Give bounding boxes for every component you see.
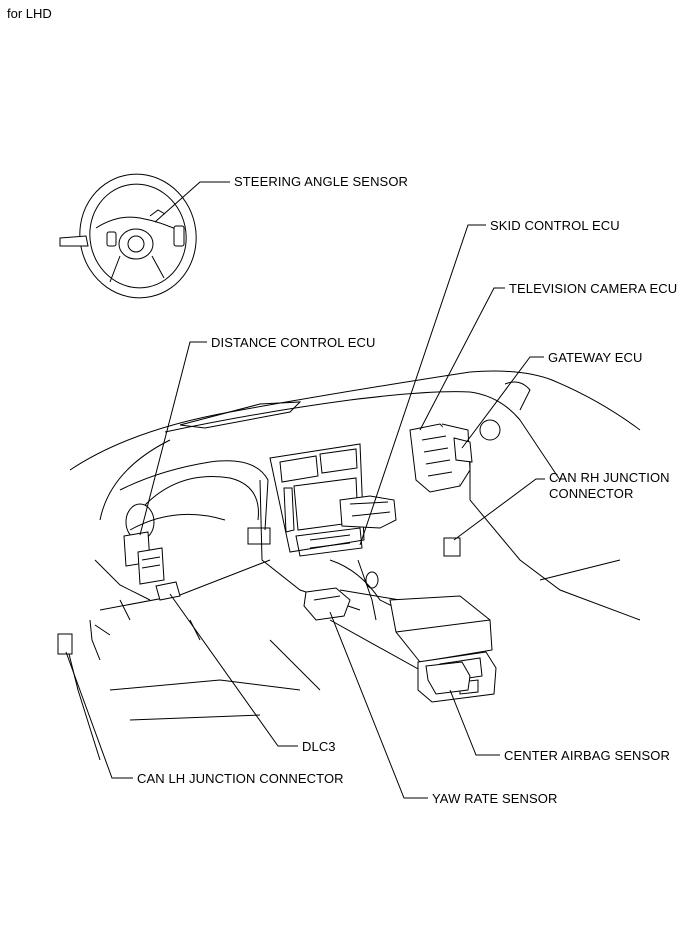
label-gateway-ecu: GATEWAY ECU — [548, 350, 643, 365]
center-airbag-sensor-part — [425, 661, 471, 695]
leader-center-airbag-sensor — [449, 689, 500, 756]
leader-can-lh-junction-connector — [65, 651, 133, 779]
leader-can-rh-junction-connector — [453, 478, 545, 541]
label-dlc3: DLC3 — [302, 739, 336, 754]
steering-wheel-illustration — [59, 173, 197, 299]
label-yaw-rate-sensor: YAW RATE SENSOR — [432, 791, 558, 806]
steering-column-ecu-part — [339, 495, 397, 529]
yaw-rate-sensor-part — [303, 587, 351, 621]
can-lh-junction-connector-part — [57, 633, 73, 655]
distance-control-ecu-part — [123, 531, 165, 585]
label-center-airbag-sensor: CENTER AIRBAG SENSOR — [504, 748, 670, 763]
label-steering-angle-sensor: STEERING ANGLE SENSOR — [234, 174, 409, 189]
label-distance-control-ecu: DISTANCE CONTROL ECU — [211, 335, 376, 350]
dlc3-part — [155, 581, 181, 601]
label-can-lh-junction-connector: CAN LH JUNCTION CONNECTOR — [137, 771, 344, 786]
leader-television-camera-ecu — [419, 287, 505, 431]
lhd-note: for LHD — [7, 6, 52, 21]
leader-steering-angle-sensor — [154, 181, 230, 223]
leader-skid-control-ecu — [359, 224, 486, 546]
leader-distance-control-ecu — [139, 341, 207, 536]
label-can-rh-junction-connector-line2: CONNECTOR — [549, 486, 634, 501]
leader-lines — [65, 181, 545, 799]
gateway-ecu-part — [453, 437, 473, 463]
leader-dlc3 — [169, 593, 298, 747]
label-television-camera-ecu: TELEVISION CAMERA ECU — [509, 281, 678, 296]
can-rh-junction-connector-part — [443, 537, 461, 557]
label-can-rh-junction-connector-line1: CAN RH JUNCTION — [549, 470, 670, 485]
leader-gateway-ecu — [461, 356, 544, 449]
leader-yaw-rate-sensor — [329, 611, 428, 799]
label-skid-control-ecu: SKID CONTROL ECU — [490, 218, 620, 233]
